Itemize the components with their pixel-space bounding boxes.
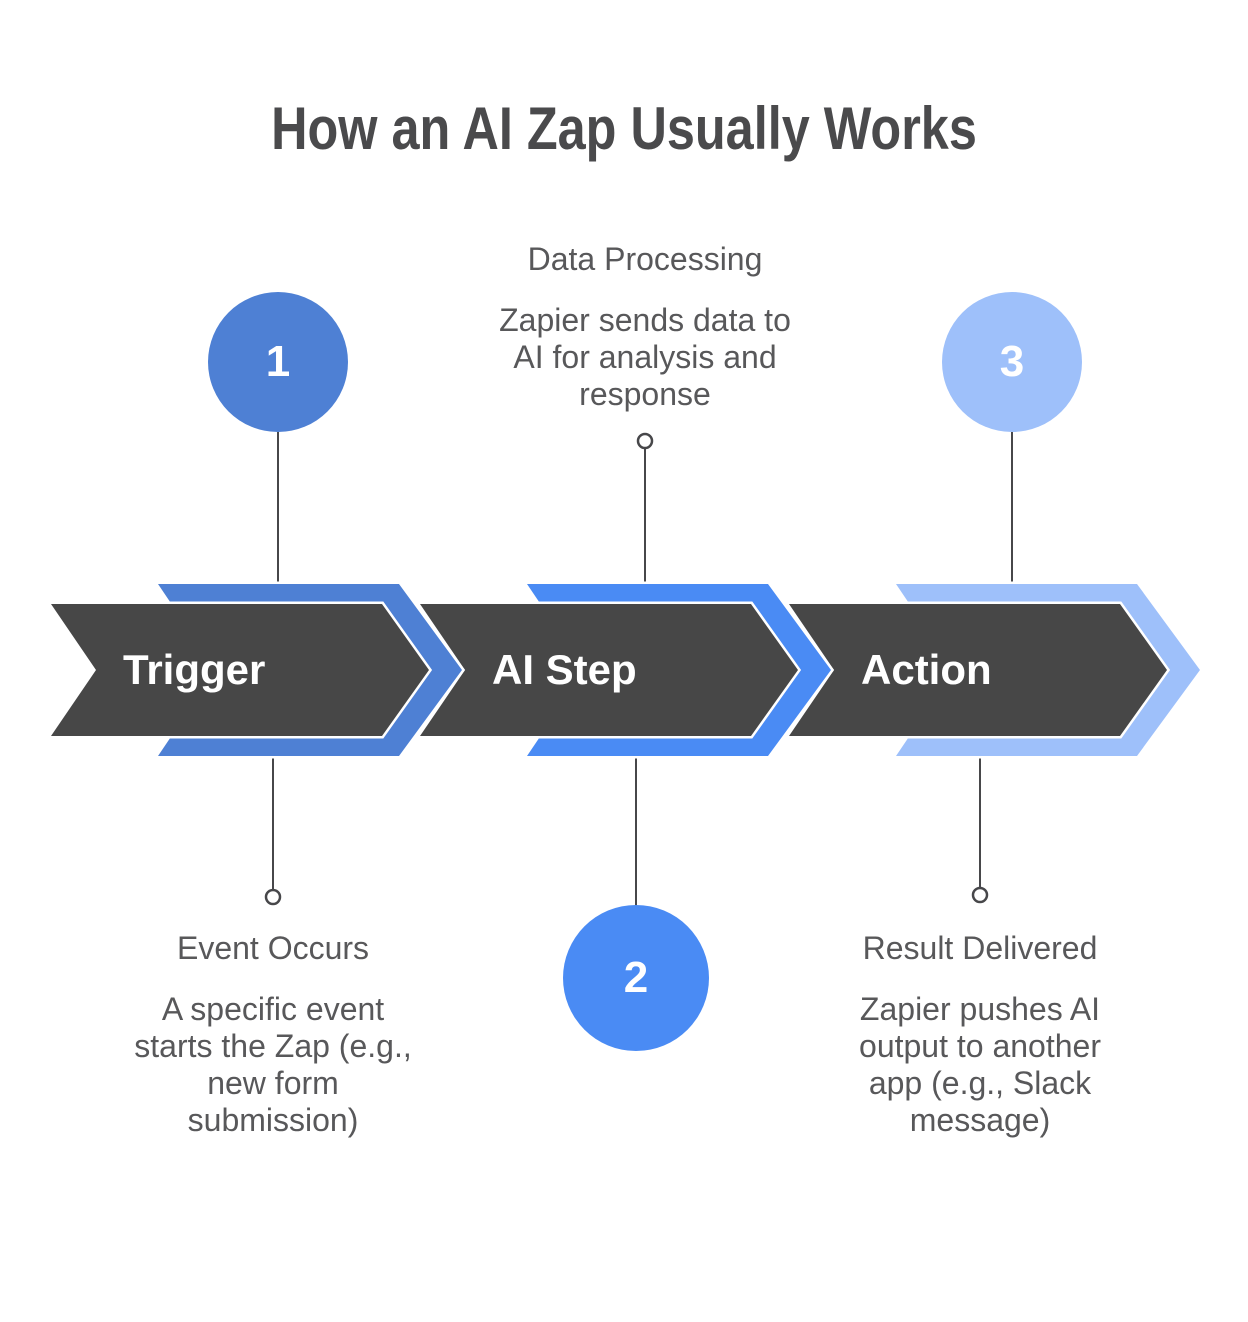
step-1-body-chevron xyxy=(46,601,433,739)
step-1-callout-title: Event Occurs xyxy=(176,930,370,966)
step-1-number-circle: 1 xyxy=(208,292,348,432)
step-2-callout-body: Zapier sends data to AI for analysis and… xyxy=(499,302,791,412)
page-title: How an AI Zap Usually Works xyxy=(271,95,977,162)
step-3-callout-body: Zapier pushes AI output to another app (… xyxy=(859,991,1101,1138)
step-1-number: 1 xyxy=(265,337,291,386)
connector-dot xyxy=(636,432,654,450)
step-1-callout: Event Occurs A specific event starts the… xyxy=(83,929,463,1139)
step-3-number-circle: 3 xyxy=(942,292,1082,432)
step-1-chevron-label: Trigger xyxy=(123,646,266,693)
step-2-callout: Data Processing Zapier sends data to AI … xyxy=(455,240,835,413)
step-3-number: 3 xyxy=(999,337,1025,386)
step-3-callout: Result Delivered Zapier pushes AI output… xyxy=(790,929,1170,1139)
step-2-chevron-label: AI Step xyxy=(492,646,637,693)
connector-dot xyxy=(264,888,282,906)
step-3-callout-title: Result Delivered xyxy=(862,930,1098,966)
step-2-number-circle: 2 xyxy=(563,905,709,1051)
connector-dot xyxy=(971,886,989,904)
step-2-number: 2 xyxy=(623,953,649,1002)
step-1-callout-body: A specific event starts the Zap (e.g., n… xyxy=(134,991,412,1138)
step-2-callout-title: Data Processing xyxy=(527,241,763,277)
step-3-chevron-label: Action xyxy=(861,646,992,693)
